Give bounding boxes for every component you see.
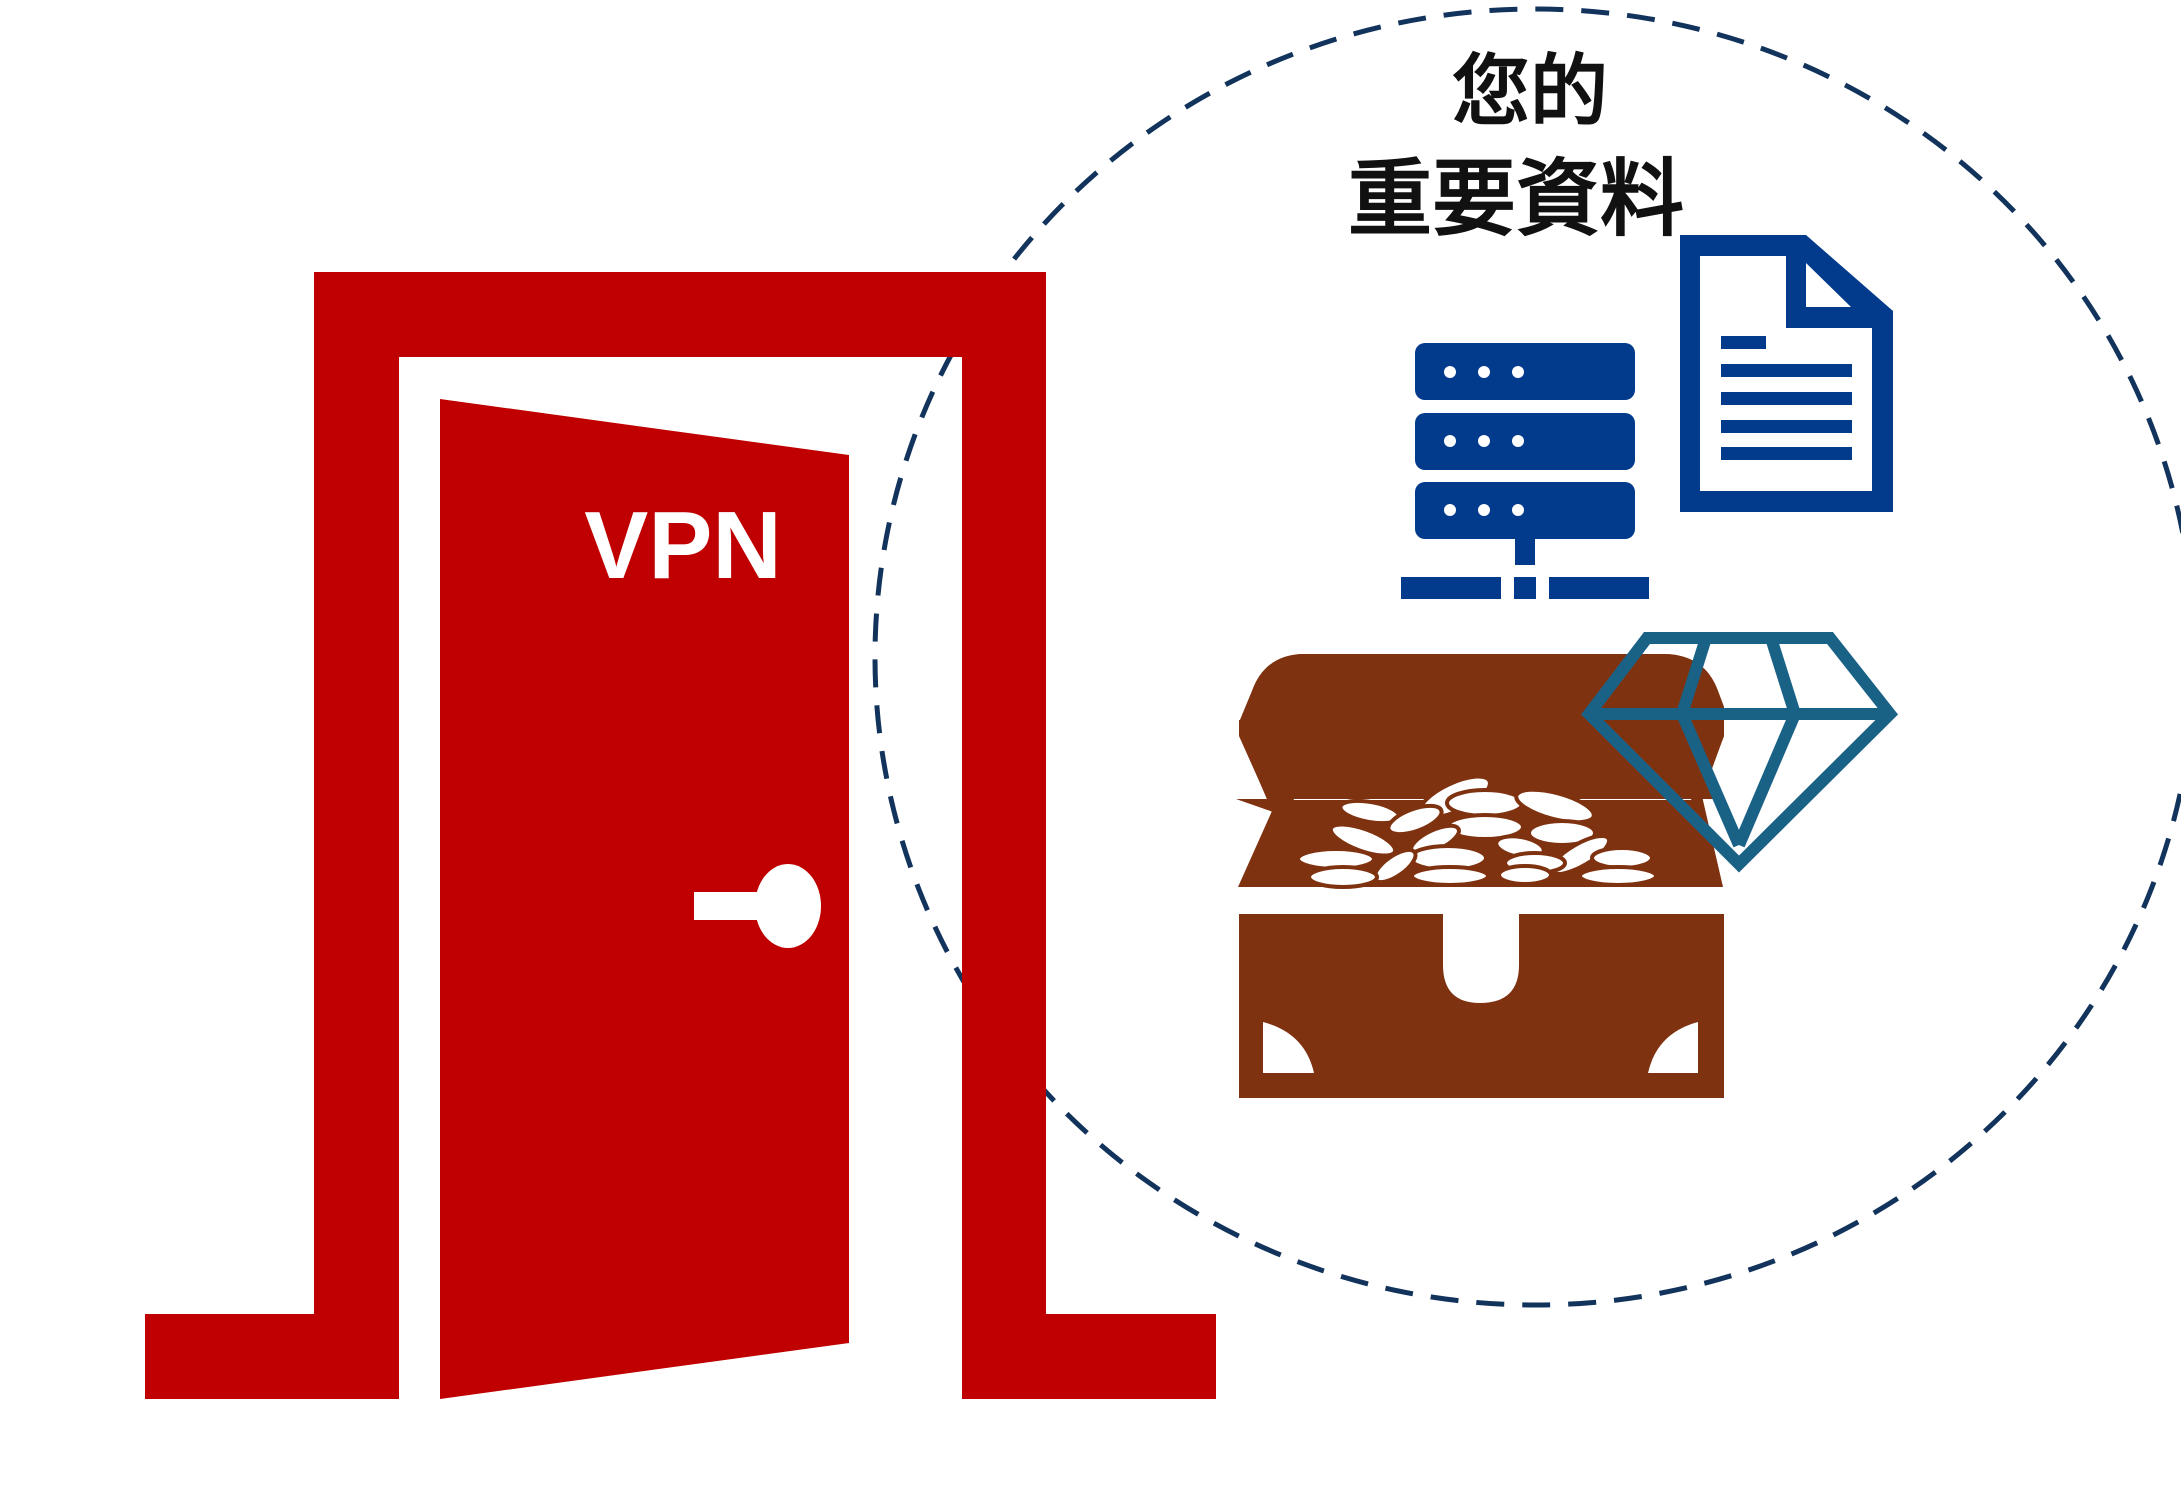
- door-leaf: [440, 399, 849, 1399]
- door-knob: [694, 864, 821, 948]
- document-icon: [1680, 235, 1893, 512]
- diamond-icon: [1581, 632, 1899, 873]
- server-icon: [1401, 343, 1649, 599]
- title-line-2: 重要資料: [1348, 150, 1684, 248]
- door-icon: VPN: [145, 272, 1216, 1399]
- title: 您的 重要資料: [1348, 47, 1684, 248]
- treasure-chest-icon: [1236, 654, 1724, 1098]
- dashed-circle: [872, 6, 2181, 1308]
- title-line-1: 您的: [1452, 47, 1608, 137]
- door-frame: [145, 272, 1216, 1399]
- door-label: VPN: [584, 492, 781, 599]
